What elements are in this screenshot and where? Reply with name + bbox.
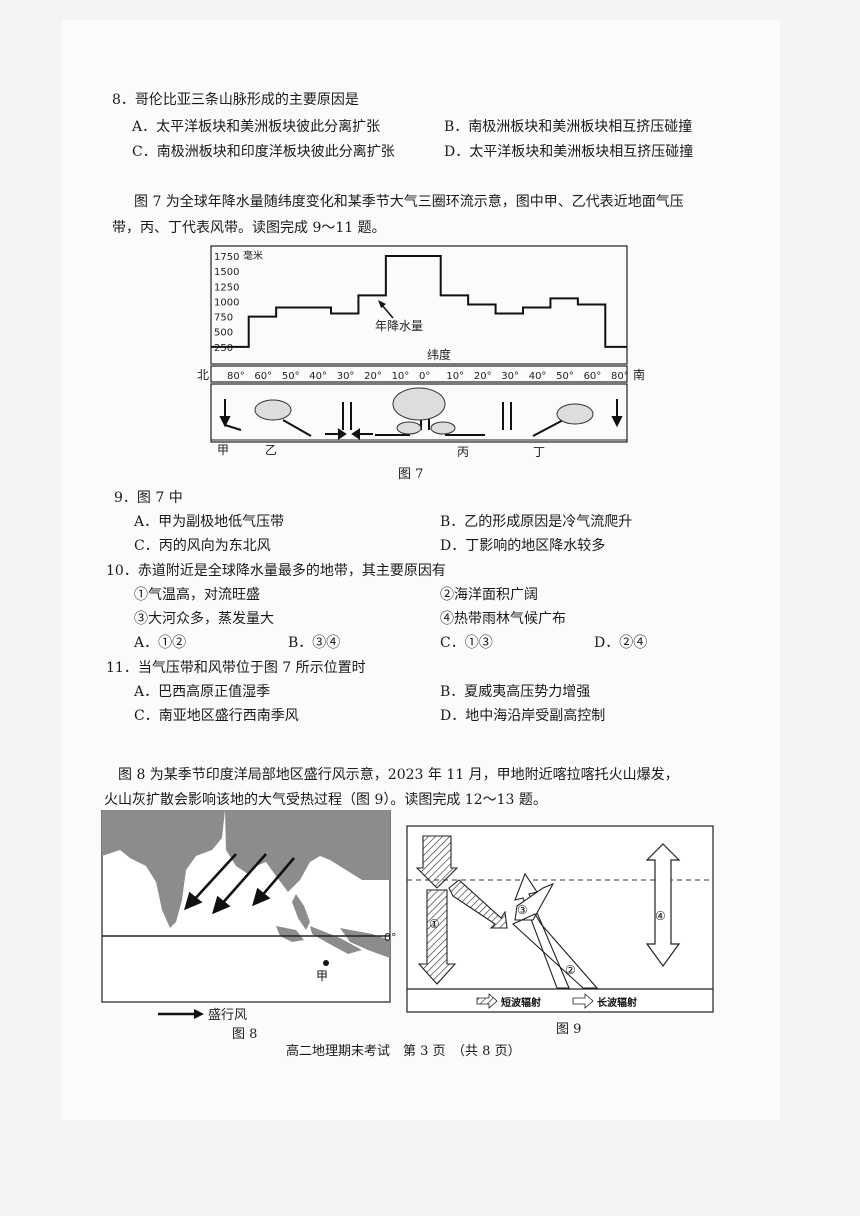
q10-item-1: ①气温高，对流旺盛 (134, 587, 260, 603)
y-tick-label: 1250 (214, 282, 239, 293)
label-ding: 丁 (533, 445, 545, 459)
y-tick-label: 750 (214, 313, 233, 324)
q9-option-d: D．丁影响的地区降水较多 (440, 538, 606, 554)
y-tick-label: 500 (214, 328, 233, 339)
q8-option-b: B．南极洲板块和美洲板块相互挤压碰撞 (444, 119, 693, 135)
x-tick-label: 40° (529, 371, 547, 382)
label-2: ② (565, 963, 576, 977)
map-label-jia: 甲 (316, 969, 328, 983)
intro7-line1: 图 7 为全球年降水量随纬度变化和某季节大气三圈环流示意，图中甲、乙代表近地面气… (134, 194, 684, 210)
q10-option-c: C．①③ (440, 635, 493, 651)
short-wave-label: 短波辐射 (501, 996, 541, 1009)
label-3: ③ (517, 903, 528, 917)
land (102, 810, 390, 958)
label-1: ① (429, 917, 440, 931)
equator-label: 0° (384, 931, 397, 944)
label-yi: 乙 (265, 443, 277, 457)
q9-option-a: A．甲为副极地低气压带 (134, 514, 285, 530)
x-tick-label: 60° (584, 371, 602, 382)
label-4: ④ (655, 909, 666, 923)
q8-option-d: D．太平洋板块和美洲板块相互挤压碰撞 (444, 144, 694, 160)
y-unit-label: 毫米 (243, 249, 263, 262)
x-tick-label: 80° (611, 371, 629, 382)
figure-7: 毫米 1750 1500 1250 1000 750 500 250 年降水量 纬度 80°… (197, 245, 645, 459)
legend-label: 盛行风 (208, 1008, 247, 1023)
q9-option-c: C．丙的风向为东北风 (134, 538, 271, 554)
curve-label: 年降水量 (375, 319, 423, 333)
q8-option-a: A．太平洋板块和美洲板块彼此分离扩张 (132, 119, 381, 135)
q11-option-a: A．巴西高原正值湿季 (134, 684, 271, 700)
q10-item-4: ④热带雨林气候广布 (440, 611, 566, 627)
q10-option-d: D．②④ (594, 635, 648, 651)
q11-option-c: C．南亚地区盛行西南季风 (134, 708, 299, 724)
q10-item-3: ③大河众多，蒸发量大 (134, 611, 274, 627)
q10-stem: 10．赤道附近是全球降水量最多的地带，其主要原因有 (106, 563, 446, 579)
q11-option-d: D．地中海沿岸受副高控制 (440, 708, 606, 724)
y-tick-label: 1750 (214, 252, 239, 263)
solar-radiation-arrow (415, 835, 508, 985)
q8-stem: 8．哥伦比亚三条山脉形成的主要原因是 (112, 92, 359, 108)
clouds (254, 387, 594, 435)
q9-option-b: B．乙的形成原因是冷气流爬升 (440, 514, 633, 530)
precipitation-line (211, 255, 627, 348)
intro8-line1: 图 8 为某季节印度洋局部地区盛行风示意，2023 年 11 月，甲地附近喀拉喀… (118, 767, 679, 783)
y-tick-label: 250 (214, 343, 233, 354)
outgoing-radiation-arrow (645, 843, 681, 968)
q11-stem: 11．当气压带和风带位于图 7 所示位置时 (106, 660, 366, 676)
figure-9-caption: 图 9 (556, 1022, 582, 1037)
x-tick-label: 30° (501, 371, 519, 382)
x-tick-label: 30° (337, 371, 355, 382)
q10-option-a: A．①② (134, 635, 187, 651)
figure-7-caption: 图 7 (398, 467, 424, 482)
x-tick-label: 50° (282, 371, 300, 382)
figure-9-diagram: ① ② ③ ④ 短波辐射 长波辐射 (406, 825, 714, 1013)
x-tick-label: 10° (446, 371, 464, 382)
atmospheric-radiation-arrow (514, 882, 555, 921)
north-label: 北 (197, 368, 209, 382)
short-wave-icon (476, 993, 498, 1009)
q8-option-c: C．南极洲板块和印度洋板块彼此分离扩张 (132, 144, 395, 160)
label-bing: 丙 (457, 445, 469, 459)
y-tick-label: 1500 (214, 267, 239, 278)
q10-item-2: ②海洋面积广阔 (440, 587, 538, 603)
x-tick-label: 50° (556, 371, 574, 382)
x-tick-label: 60° (254, 371, 272, 382)
q10-option-b: B．③④ (288, 635, 341, 651)
intro8-line2: 火山灰扩散会影响该地的大气受热过程（图 9）。读图完成 12～13 题。 (104, 792, 547, 808)
x-axis-label: 纬度 (427, 347, 451, 362)
curve-label-arrowhead (378, 300, 386, 308)
south-label: 南 (633, 367, 645, 382)
long-wave-icon (572, 993, 594, 1009)
page-footer: 高二地理期末考试 第 3 页 （共 8 页） (286, 1044, 521, 1059)
figure-8-caption: 图 8 (232, 1027, 258, 1042)
x-tick-label: 0° (419, 371, 430, 382)
x-tick-label: 10° (392, 371, 410, 382)
jia-marker (323, 960, 329, 966)
x-tick-label: 20° (364, 371, 382, 382)
figure-8-map: 0° 甲 盛行风 (101, 810, 397, 1023)
x-tick-label: 40° (309, 371, 327, 382)
q11-option-b: B．夏威夷高压势力增强 (440, 684, 591, 700)
prevailing-wind-arrows (183, 853, 295, 915)
label-jia: 甲 (217, 443, 229, 457)
y-tick-label: 1000 (214, 297, 239, 308)
intro7-line2: 带，丙、丁代表风带。读图完成 9～11 题。 (112, 220, 386, 236)
long-wave-label: 长波辐射 (597, 996, 637, 1009)
x-tick-label: 20° (474, 371, 492, 382)
q9-stem: 9．图 7 中 (114, 490, 183, 506)
x-tick-label: 80° (227, 371, 245, 382)
